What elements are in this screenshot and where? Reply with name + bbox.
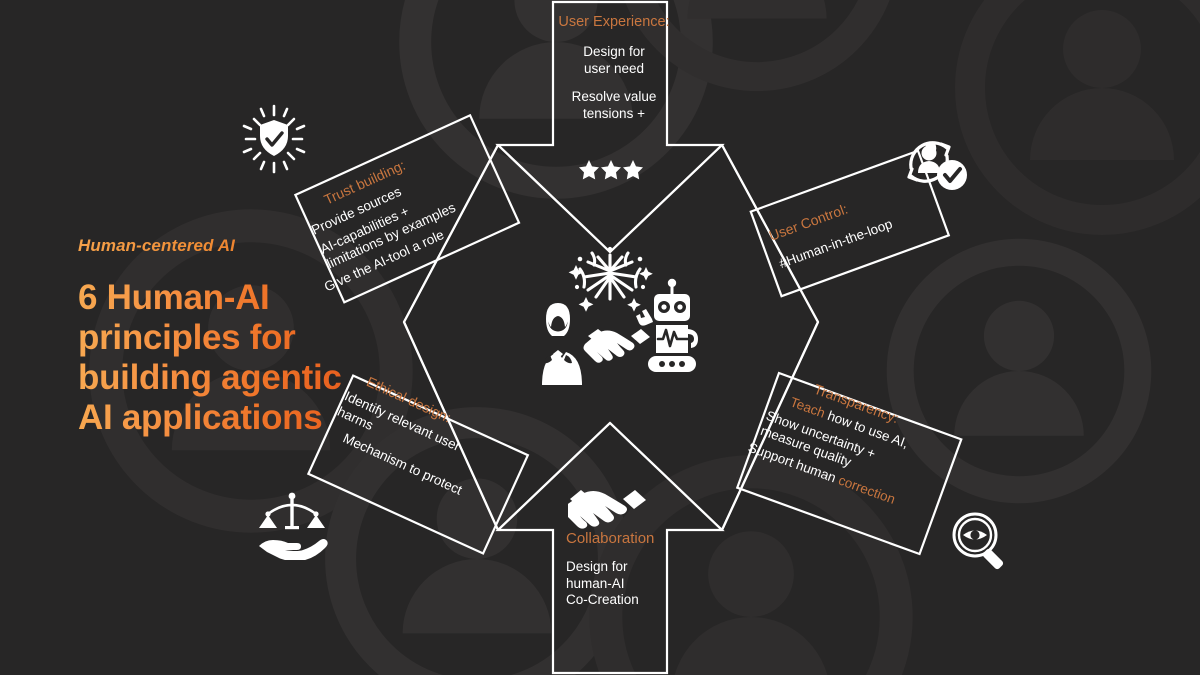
callout-body: Design for human-AI Co-Creation xyxy=(566,559,696,608)
callout-body: Design for user need xyxy=(558,44,670,77)
magnifier-eye-icon xyxy=(950,510,1012,572)
callout-line: Co-Creation xyxy=(566,592,639,608)
callout-trust-building-box xyxy=(293,113,521,304)
callout-collaboration: Collaboration Design for human-AI Co-Cre… xyxy=(566,530,696,609)
star-arm-lower-left xyxy=(402,321,500,531)
star-notch-upper-left xyxy=(497,144,611,253)
star-arm-upper-right xyxy=(721,144,819,323)
scales-of-justice-hand-icon xyxy=(255,490,329,560)
three-stars-icon xyxy=(578,159,644,186)
human-robot-handshake-celebration-icon xyxy=(520,243,700,388)
callout-line: Design for xyxy=(583,44,645,60)
callout-user-experience: User Experience: Design for user need Re… xyxy=(558,14,670,122)
callout-transparency-box xyxy=(735,371,963,556)
callout-heading: User Experience: xyxy=(558,14,670,30)
callout-line: user need xyxy=(583,60,645,76)
star-arm-upper-left xyxy=(403,144,499,323)
star-notch-lower-left xyxy=(497,422,611,531)
callout-line: tensions + xyxy=(583,105,645,121)
title-block: Human-centered AI 6 Human-AI principles … xyxy=(78,236,378,438)
page-title: 6 Human-AI principles for building agent… xyxy=(78,278,378,438)
handshake-icon xyxy=(568,485,648,531)
eyebrow-label: Human-centered AI xyxy=(78,236,378,256)
callout-line: Design for xyxy=(566,559,628,575)
star-notch-upper-right xyxy=(609,144,723,253)
callout-line: human-AI xyxy=(566,575,625,591)
callout-line: Resolve value xyxy=(571,89,657,105)
star-notch-lower-right xyxy=(609,422,723,531)
callout-ethical-design-box xyxy=(306,374,530,555)
human-in-the-loop-icon xyxy=(898,128,974,200)
star-arm-lower-right xyxy=(721,321,819,531)
callout-body: Resolve value tensions + xyxy=(558,89,670,122)
callout-heading: Collaboration xyxy=(566,530,655,547)
shield-check-icon xyxy=(238,103,310,175)
callout-user-control-box xyxy=(749,149,951,298)
